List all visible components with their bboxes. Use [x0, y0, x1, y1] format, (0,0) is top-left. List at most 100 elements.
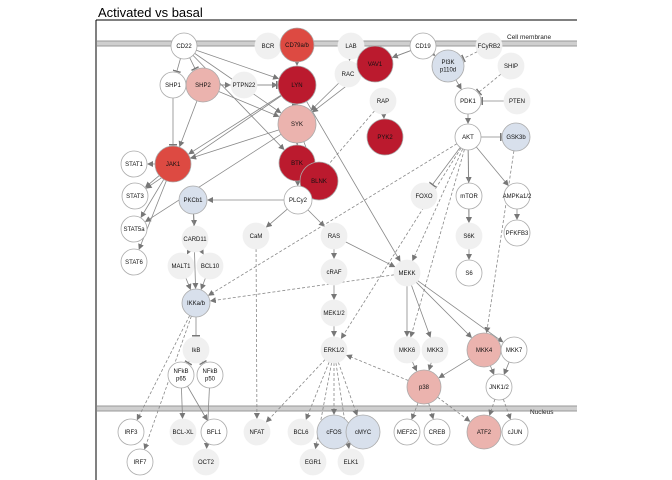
node-shp1[interactable]: SHP1 — [159, 71, 187, 99]
node-akt[interactable]: AKT — [454, 123, 482, 151]
edge-ship-pdk1 — [475, 73, 502, 96]
node-bcl10[interactable]: BCL10 — [196, 252, 224, 280]
node-label: RAS — [328, 234, 340, 240]
node-cjun[interactable]: cJUN — [501, 418, 529, 446]
node-s6k[interactable]: S6K — [455, 222, 483, 250]
node-stat3[interactable]: STAT3 — [121, 182, 149, 210]
node-ikkab[interactable]: IKKa/b — [181, 288, 211, 318]
node-stat5a[interactable]: STAT5a — [120, 215, 148, 243]
node-bclxl[interactable]: BCL-XL — [169, 418, 197, 446]
node-mkk6[interactable]: MKK6 — [393, 336, 421, 364]
node-card11[interactable]: CARD11 — [181, 225, 209, 253]
node-pkcb1[interactable]: PKCb1 — [178, 185, 208, 215]
node-ptpn22[interactable]: PTPN22 — [230, 71, 258, 99]
node-label: cRAF — [327, 270, 342, 276]
node-pfkfb3[interactable]: PFKFB3 — [503, 219, 531, 247]
node-creb[interactable]: CREB — [423, 418, 451, 446]
node-mkk3[interactable]: MKK3 — [421, 336, 449, 364]
node-label: IkB — [192, 348, 201, 354]
node-circle — [503, 219, 531, 247]
edge-gsk3b-mkk4 — [484, 150, 515, 334]
node-label: RAC — [342, 72, 355, 78]
node-mekk[interactable]: MEKK — [393, 259, 421, 287]
node-circle — [126, 448, 154, 476]
node-mek12[interactable]: MEK1/2 — [320, 299, 348, 327]
node-label: SHIP — [504, 64, 518, 70]
node-oct2[interactable]: OCT2 — [192, 448, 220, 476]
node-ship[interactable]: SHIP — [497, 52, 525, 80]
node-label: BCL10 — [201, 264, 220, 270]
edge-plcy2-ras — [307, 209, 325, 227]
node-bcr[interactable]: BCR — [254, 32, 282, 60]
node-lyn[interactable]: LYN — [277, 65, 317, 105]
node-s6[interactable]: S6 — [455, 259, 483, 287]
node-cd22[interactable]: CD22 — [170, 32, 198, 60]
node-p38[interactable]: p38 — [406, 369, 442, 405]
node-mtor[interactable]: mTOR — [455, 182, 483, 210]
node-bfl1[interactable]: BFL1 — [200, 418, 228, 446]
node-lab[interactable]: LAB — [337, 32, 365, 60]
node-label: S6 — [465, 271, 473, 277]
node-malt1[interactable]: MALT1 — [167, 252, 195, 280]
node-ras[interactable]: RAS — [320, 222, 348, 250]
node-stat1[interactable]: STAT1 — [120, 150, 148, 178]
node-label: MEKK — [398, 271, 415, 277]
node-label: cMYC — [355, 430, 372, 436]
node-craf[interactable]: cRAF — [320, 258, 348, 286]
node-cd79ab[interactable]: CD79a/b — [279, 27, 315, 63]
node-cmyc[interactable]: cMYC — [345, 414, 381, 450]
node-circle — [497, 52, 525, 80]
node-label: NFkB — [174, 369, 189, 375]
node-pten[interactable]: PTEN — [503, 87, 531, 115]
node-fcyrb2[interactable]: FCyRB2 — [475, 32, 503, 60]
node-irf3[interactable]: IRF3 — [117, 418, 145, 446]
node-jak1[interactable]: JAK1 — [154, 145, 192, 183]
node-syk[interactable]: SYK — [277, 104, 317, 144]
nucleus-label: Nucleus — [530, 409, 554, 416]
node-pyk2[interactable]: PYK2 — [366, 118, 404, 156]
node-ikb[interactable]: IkB — [182, 336, 210, 364]
edge-rac-syk — [310, 82, 339, 111]
node-gsk3b[interactable]: GSK3b — [501, 122, 531, 152]
node-mef2c[interactable]: MEF2C — [393, 418, 421, 446]
node-stat6[interactable]: STAT6 — [120, 248, 148, 276]
edge-lyn-jak1 — [188, 94, 282, 155]
node-label: OCT2 — [198, 460, 215, 466]
node-foxo[interactable]: FOXO — [410, 182, 438, 210]
node-elk1[interactable]: ELK1 — [337, 448, 365, 476]
node-bcl6[interactable]: BCL6 — [287, 418, 315, 446]
node-vav1[interactable]: VAV1 — [356, 45, 394, 83]
node-mkk4[interactable]: MKK4 — [466, 332, 502, 368]
node-jnk12[interactable]: JNK1/2 — [485, 373, 513, 401]
node-label: mTOR — [460, 194, 478, 200]
node-cfos[interactable]: cFOS — [316, 414, 352, 450]
node-label: JAK1 — [166, 162, 181, 168]
node-label: cFOS — [326, 430, 341, 436]
node-cam[interactable]: CaM — [242, 222, 270, 250]
node-label: FCyRB2 — [478, 44, 501, 50]
node-blnk[interactable]: BLNK — [299, 161, 339, 201]
node-ampk[interactable]: AMPKa1/2 — [503, 182, 532, 210]
node-label: GSK3b — [506, 135, 526, 141]
node-irf7[interactable]: IRF7 — [126, 448, 154, 476]
node-label: SHP2 — [195, 83, 211, 89]
node-shp2[interactable]: SHP2 — [185, 67, 221, 103]
node-nfat[interactable]: NFAT — [243, 418, 271, 446]
node-label: IRF7 — [133, 460, 147, 466]
node-plcy2[interactable]: PLCy2 — [283, 185, 313, 215]
node-pdk1[interactable]: PDK1 — [454, 87, 482, 115]
node-cd19[interactable]: CD19 — [409, 32, 437, 60]
node-egr1[interactable]: EGR1 — [299, 448, 327, 476]
node-circle — [393, 418, 421, 446]
edge-erk12-cmyc — [337, 362, 359, 416]
node-erk12[interactable]: ERK1/2 — [320, 336, 348, 364]
node-mkk7[interactable]: MKK7 — [500, 336, 528, 364]
node-atf2[interactable]: ATF2 — [466, 414, 502, 450]
node-circle — [337, 32, 365, 60]
node-rap[interactable]: RAP — [369, 87, 397, 115]
node-label: ATF2 — [477, 430, 492, 436]
edge-jak1-stat3 — [144, 175, 160, 188]
